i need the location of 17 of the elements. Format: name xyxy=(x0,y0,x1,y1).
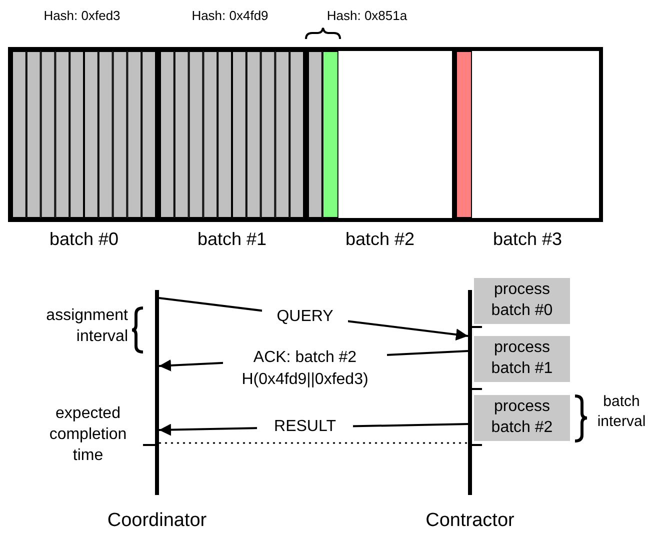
participant-name: Contractor xyxy=(424,509,516,533)
participant-name: Coordinator xyxy=(106,509,208,533)
process-box: process batch #0 xyxy=(474,278,570,324)
process-box: process batch #1 xyxy=(474,336,570,382)
hash-label: Hash: 0x4fd9 xyxy=(190,8,270,25)
batch-label: batch #1 xyxy=(196,228,268,251)
process-box: process batch #2 xyxy=(474,395,570,441)
annotation-label: batch interval xyxy=(596,392,647,431)
edge-label: ACK: batch #2 H(0x4fd9||0xfed3) xyxy=(223,347,387,390)
hash-label: Hash: 0xfed3 xyxy=(42,8,122,25)
batch-label: batch #3 xyxy=(492,228,564,251)
annotation-label: expected completion time xyxy=(48,404,128,466)
annotation-label: assignment interval xyxy=(45,306,128,347)
hash-label: Hash: 0x851a xyxy=(326,8,408,25)
batch-label: batch #0 xyxy=(48,228,120,251)
dotted-line xyxy=(159,442,468,444)
batch-label: batch #2 xyxy=(344,228,416,251)
